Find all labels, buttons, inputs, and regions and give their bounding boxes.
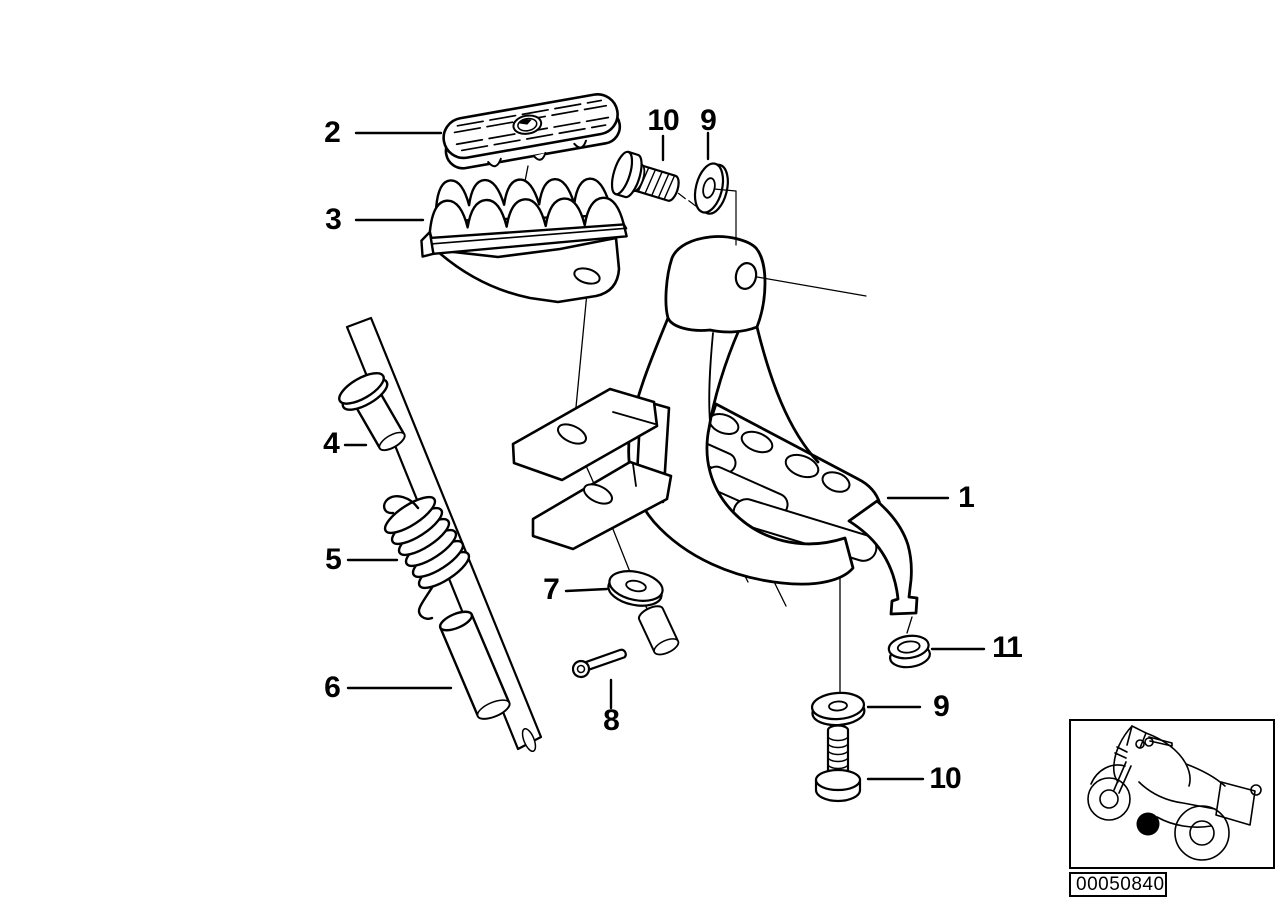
callout-part-7[interactable]: 7 [543, 573, 560, 606]
callout-part-4[interactable]: 4 [323, 427, 340, 460]
diagram-id-text: 00050840 [1076, 873, 1165, 895]
callout-part-8[interactable]: 8 [603, 704, 620, 737]
callout-part-11[interactable]: 11 [992, 631, 1023, 664]
part-7-washer [607, 570, 664, 607]
bmw-roundel-icon [512, 114, 543, 135]
part-2-footrest-rubber [442, 93, 622, 170]
motorcycle-icon [1087, 725, 1262, 861]
callout-part-3[interactable]: 3 [325, 203, 342, 236]
part-10-screw-top [610, 150, 697, 207]
part-10-screw-bottom [814, 724, 862, 803]
part-4-pin [338, 371, 406, 452]
callout-part-10-bottom[interactable]: 10 [929, 762, 961, 795]
location-dot-icon [1136, 812, 1160, 836]
part-9-washer-top [693, 162, 729, 215]
location-thumbnail[interactable] [1069, 719, 1275, 869]
part-1-top-tab [664, 235, 767, 334]
callout-part-9-top[interactable]: 9 [700, 104, 717, 137]
callout-part-5[interactable]: 5 [325, 543, 342, 576]
part-8-cotter-pin [571, 648, 627, 679]
part-6-sleeve-tube [438, 610, 511, 720]
callout-part-10-top[interactable]: 10 [647, 104, 679, 137]
part-5-spring [382, 495, 471, 620]
part-1-pedal-arms [511, 387, 673, 551]
bushing [637, 605, 680, 656]
part-9-washer-bottom [810, 691, 866, 727]
callout-part-1[interactable]: 1 [958, 481, 975, 514]
callout-part-9-bottom[interactable]: 9 [933, 690, 950, 723]
callout-part-6[interactable]: 6 [324, 671, 341, 704]
part-1-leg [847, 499, 919, 616]
part-11-grommet [887, 634, 931, 669]
diagram-id-box: 00050840 [1069, 872, 1167, 897]
leader-lines [343, 131, 986, 781]
part-3-serrated-plate [420, 177, 628, 258]
callout-part-2[interactable]: 2 [324, 116, 341, 149]
part-3-mount-arm [434, 236, 621, 304]
